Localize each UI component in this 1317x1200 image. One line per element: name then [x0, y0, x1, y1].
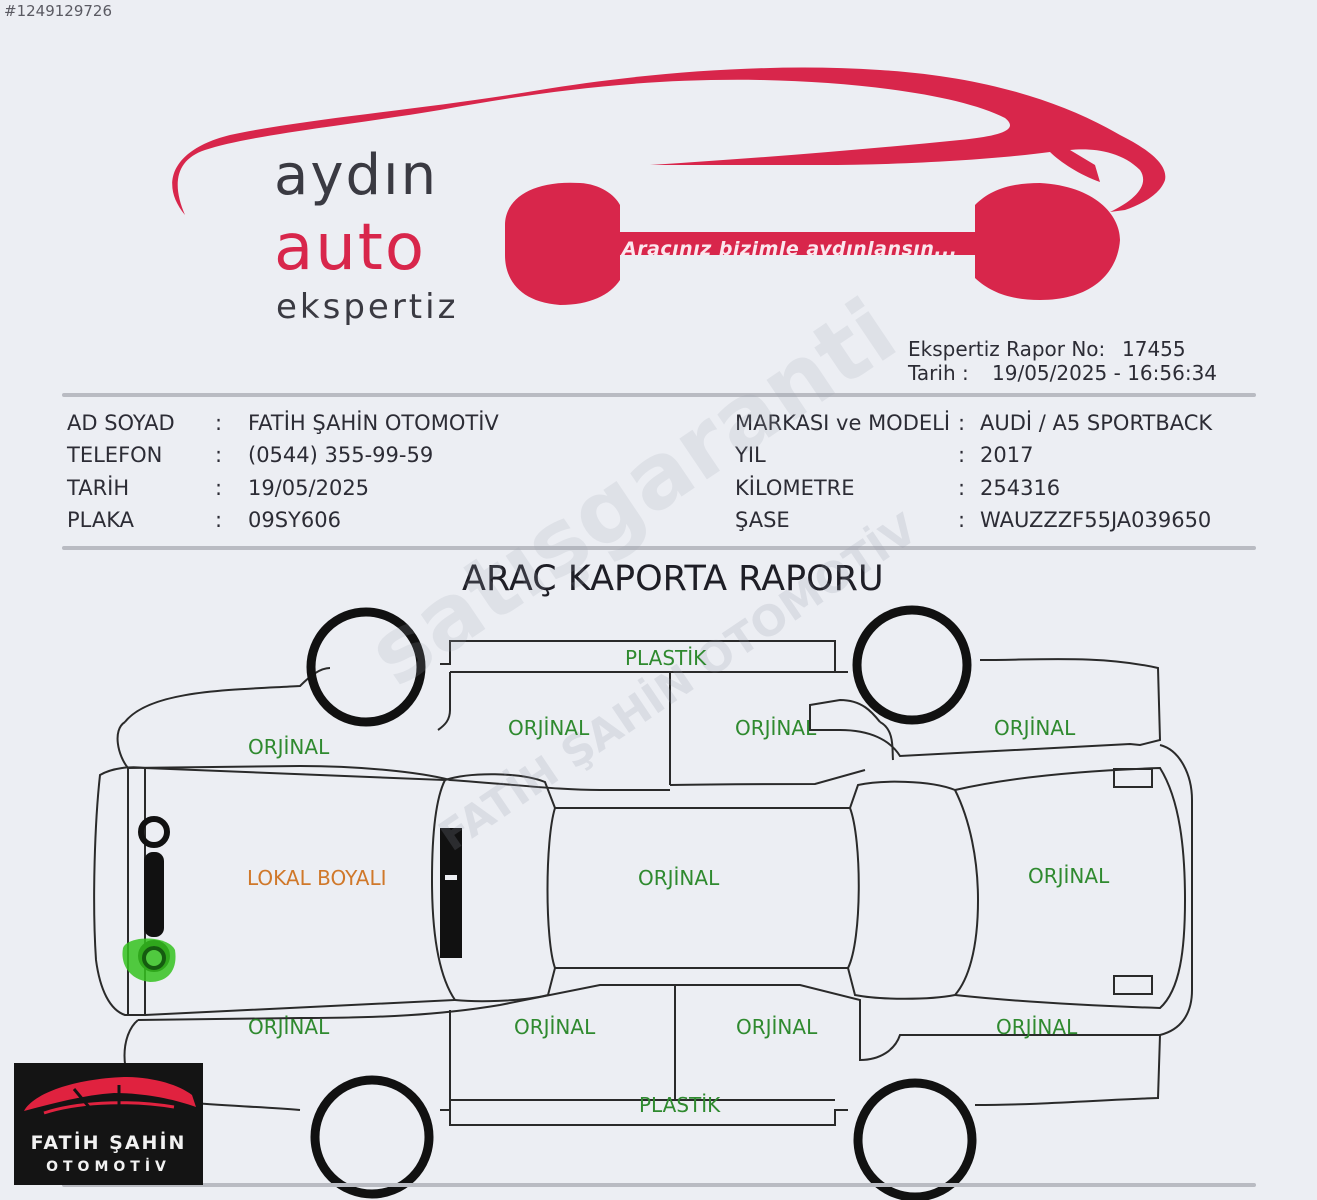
part-trunk: ORJİNAL — [1028, 864, 1110, 888]
vehicle-label: ŞASE — [735, 508, 790, 532]
report-title: ARAÇ KAPORTA RAPORU — [462, 559, 884, 599]
customer-label: PLAKA — [67, 508, 134, 532]
part-roof-rail-top: PLASTİK — [625, 646, 707, 670]
customer-separator: : — [215, 411, 223, 435]
vehicle-separator: : — [958, 443, 966, 467]
dealer-car-logo-icon — [24, 1077, 196, 1115]
aydin-auto-logo — [172, 67, 1166, 305]
part-rear-fender-left: ORJİNAL — [994, 716, 1076, 740]
part-roof-rail-bottom: PLASTİK — [639, 1093, 721, 1117]
dealer-subtitle: OTOMOTİV — [46, 1159, 171, 1175]
part-rear-door-left: ORJİNAL — [735, 716, 817, 740]
part-roof: ORJİNAL — [638, 866, 720, 890]
report-number-value: 17455 — [1122, 337, 1186, 361]
divider-top — [62, 393, 1256, 397]
divider-middle — [62, 546, 1256, 550]
customer-value: FATİH ŞAHİN OTOMOTİV — [248, 411, 499, 435]
brand-line-aydin: aydın — [274, 143, 439, 208]
brand-line-ekspertiz: ekspertiz — [276, 287, 459, 327]
vehicle-label: YIL — [735, 443, 766, 467]
listing-id: #1249129726 — [4, 2, 113, 20]
part-front-fender-left: ORJİNAL — [248, 735, 330, 759]
part-rear-fender-right: ORJİNAL — [996, 1015, 1078, 1039]
vehicle-separator: : — [958, 411, 966, 435]
vehicle-value: 2017 — [980, 443, 1034, 467]
part-rear-door-right: ORJİNAL — [736, 1015, 818, 1039]
dealer-badge: FATİH ŞAHİN OTOMOTİV — [14, 1063, 203, 1185]
report-date-value: 19/05/2025 - 16:56:34 — [992, 361, 1218, 385]
customer-value: (0544) 355-99-59 — [248, 443, 434, 467]
vehicle-value: AUDİ / A5 SPORTBACK — [980, 411, 1213, 435]
part-front-door-right: ORJİNAL — [514, 1015, 596, 1039]
customer-separator: : — [215, 508, 223, 532]
customer-separator: : — [215, 443, 223, 467]
vehicle-value: 254316 — [980, 476, 1061, 500]
part-hood: LOKAL BOYALI — [247, 866, 387, 890]
customer-value: 09SY606 — [248, 508, 341, 532]
customer-separator: : — [215, 476, 223, 500]
report-date-label: Tarih : — [908, 361, 969, 385]
vehicle-label: KİLOMETRE — [735, 476, 855, 500]
part-front-door-left: ORJİNAL — [508, 716, 590, 740]
brand-slogan: Aracınız bizimle aydınlansın... — [622, 238, 958, 260]
divider-bottom — [62, 1183, 1256, 1187]
dealer-name: FATİH ŞAHİN — [30, 1132, 187, 1154]
customer-label: TARİH — [67, 476, 130, 500]
report-number-label: Ekspertiz Rapor No: — [908, 337, 1106, 361]
vehicle-separator: : — [958, 476, 966, 500]
vehicle-separator: : — [958, 508, 966, 532]
part-front-fender-right: ORJİNAL — [248, 1015, 330, 1039]
customer-label: AD SOYAD — [67, 411, 175, 435]
vehicle-label: MARKASI ve MODELİ — [735, 411, 951, 435]
customer-value: 19/05/2025 — [248, 476, 370, 500]
brand-line-auto: auto — [274, 211, 427, 285]
customer-label: TELEFON — [67, 443, 163, 467]
vehicle-value: WAUZZZF55JA039650 — [980, 508, 1212, 532]
